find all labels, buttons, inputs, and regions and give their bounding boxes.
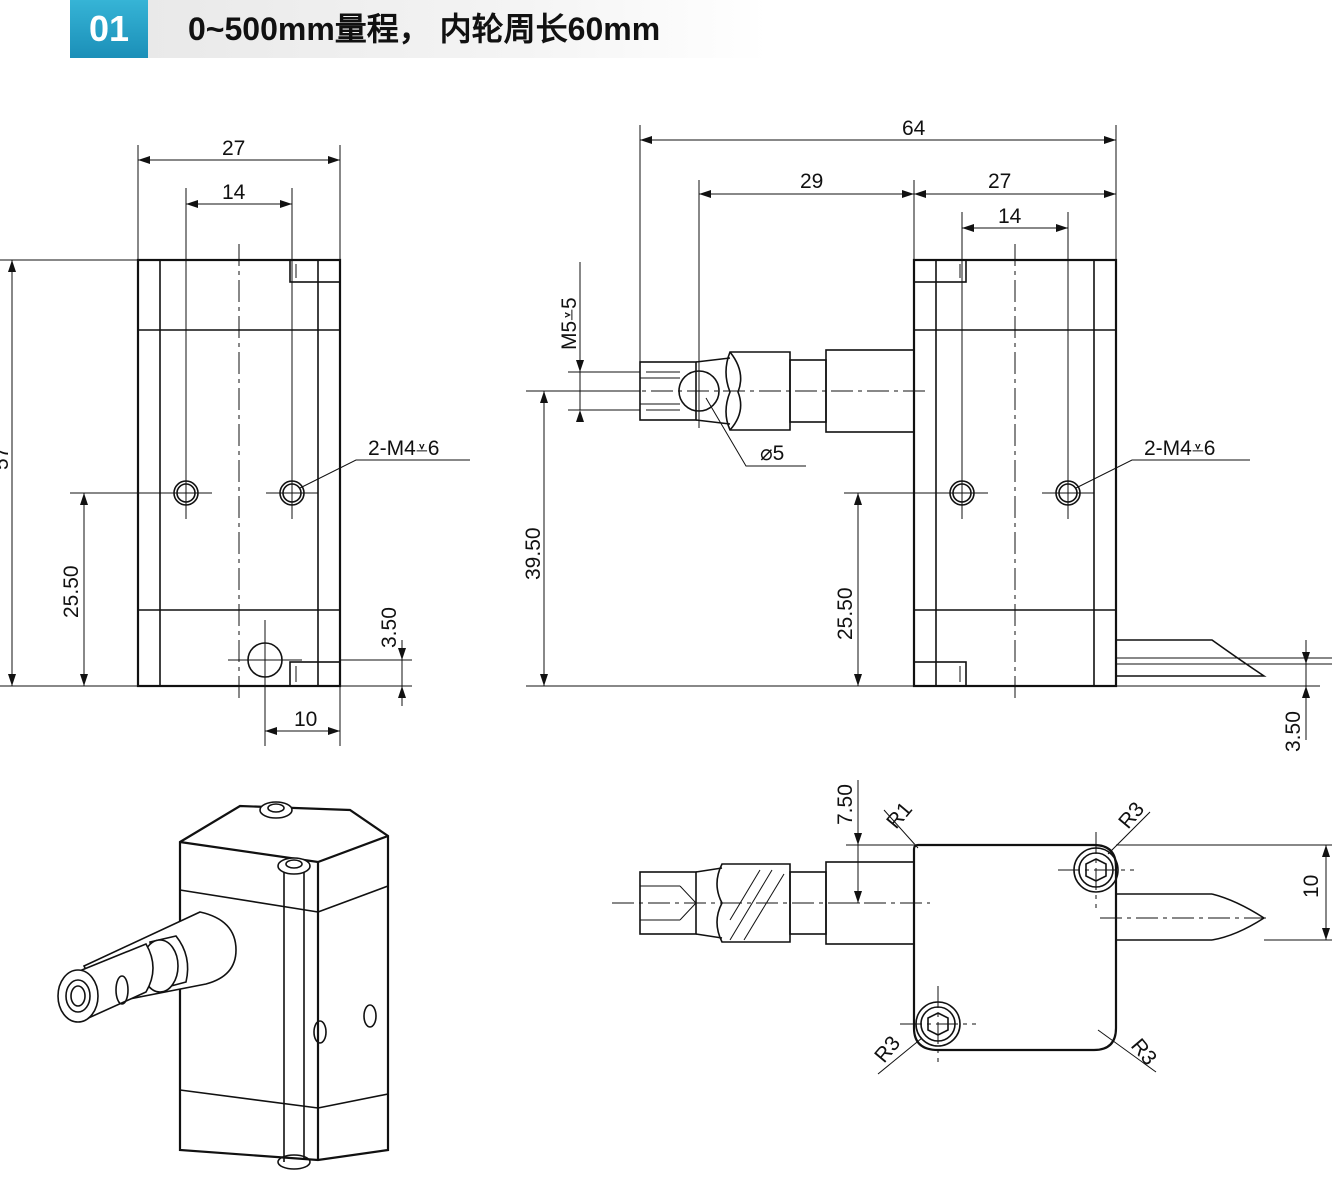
title-bar-background: [148, 0, 768, 58]
top-cable-offset-label: 10: [1300, 875, 1323, 898]
side-total-length-label: 64: [902, 117, 926, 140]
side-dimensions: [526, 125, 1320, 740]
side-shaft-length-label: 29: [800, 170, 823, 193]
top-view-body: [900, 832, 1134, 1062]
top-radius-bl-label: R3: [870, 1032, 905, 1067]
side-hole-spacing-label: 14: [998, 205, 1022, 228]
top-radius-tr-label: R3: [1114, 798, 1149, 833]
front-exit-offset-label: 10: [294, 708, 317, 731]
side-bore-callout: ⌀5: [760, 442, 784, 465]
side-width-label: 27: [988, 170, 1011, 193]
front-hole-spacing-label: 14: [222, 181, 246, 204]
side-view: 64 29 27 14 M5⩡5 ⌀5 39.50 25.50 2-M4⩡6 3…: [522, 117, 1332, 752]
front-bottom-offset-label: 3.50: [378, 607, 401, 648]
side-thread-callout: M5⩡5: [558, 297, 581, 350]
front-hole-height-label: 25.50: [60, 565, 83, 618]
front-view: 27 14 57 25.50 3.50 10 2-M4⩡6: [0, 137, 470, 746]
side-cable-offset-label: 3.50: [1282, 711, 1305, 752]
front-dimensions: [0, 145, 470, 746]
front-height-label: 57: [0, 447, 13, 470]
top-dimensions: [846, 780, 1332, 1075]
front-width-label: 27: [222, 137, 245, 160]
front-view-outline: [136, 244, 342, 700]
section-number-badge: 01: [70, 0, 148, 58]
side-hole-callout: 2-M4⩡6: [1144, 437, 1215, 460]
side-view-body: [912, 244, 1118, 700]
top-radius-br-label: R3: [1126, 1034, 1161, 1069]
front-hole-callout: 2-M4⩡6: [368, 437, 439, 460]
top-shaft-offset-label: 7.50: [834, 784, 857, 825]
top-view: 7.50 10 R1 R3 R3 R3: [612, 780, 1332, 1075]
side-shaft-height-label: 39.50: [522, 527, 545, 580]
top-shaft: [612, 861, 930, 945]
section-header: 01 0~500mm量程， 内轮周长60mm: [0, 0, 1332, 60]
section-title: 0~500mm量程， 内轮周长60mm: [188, 11, 661, 47]
front-mount-holes: [160, 467, 318, 519]
side-shaft: [615, 349, 1332, 677]
top-cable: [1100, 893, 1270, 941]
isometric-view: [57, 801, 390, 1170]
top-radius-r1-label: R1: [882, 798, 917, 833]
side-hole-height-label: 25.50: [834, 587, 857, 640]
